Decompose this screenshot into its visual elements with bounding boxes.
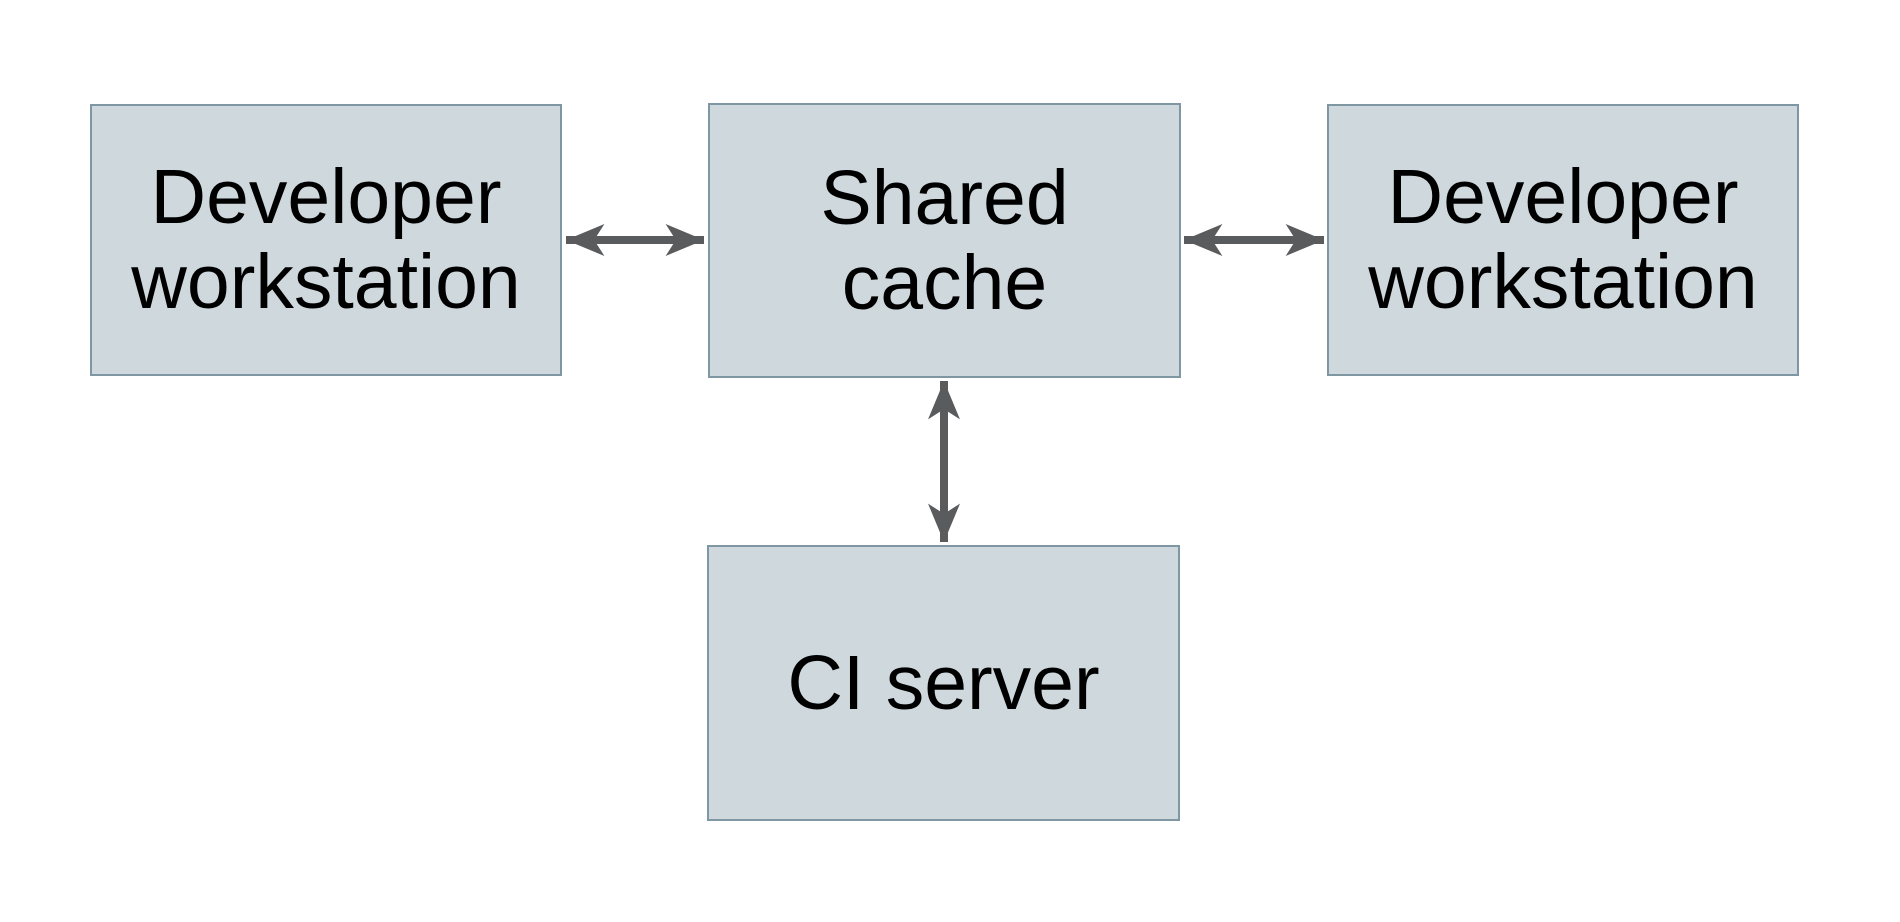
node-developer-workstation-right: Developer workstation [1327, 104, 1799, 376]
node-label-line: Developer [1387, 154, 1739, 240]
node-label-line: workstation [131, 239, 521, 325]
node-shared-cache: Shared cache [708, 103, 1181, 378]
node-label-line: Developer [150, 154, 502, 240]
node-label-line: workstation [1368, 239, 1758, 325]
node-label-line: Shared [820, 154, 1069, 241]
node-ci-server: CI server [707, 545, 1180, 821]
node-developer-workstation-left: Developer workstation [90, 104, 562, 376]
node-label-line: CI server [787, 639, 1100, 726]
node-label-line: cache [841, 239, 1048, 326]
